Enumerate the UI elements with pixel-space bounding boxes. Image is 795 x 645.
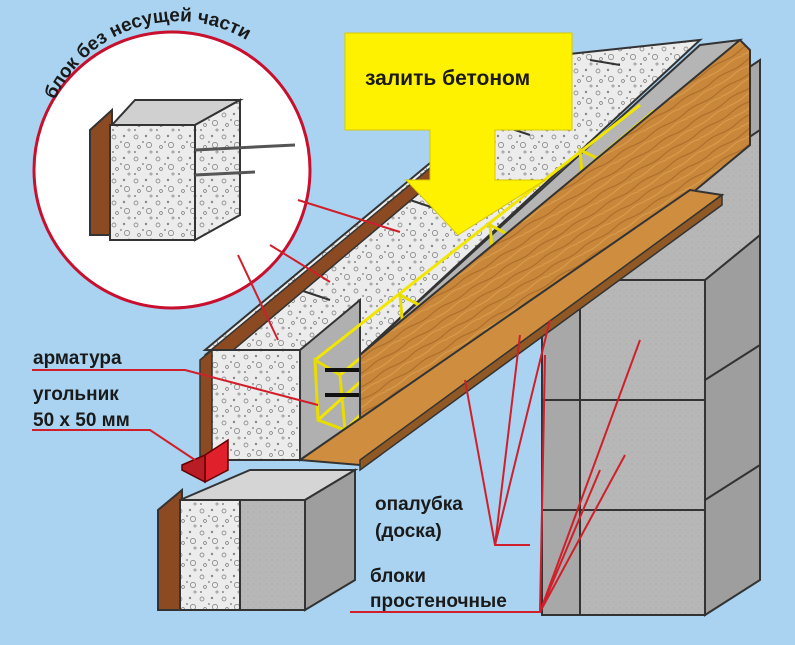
blocks-label-line2: простеночные	[370, 591, 507, 612]
angle-label-line2: 50 х 50 мм	[33, 410, 130, 431]
anchor-ties	[325, 368, 360, 397]
lower-left-block	[157, 468, 359, 612]
angle-label-line1: угольник	[33, 384, 119, 405]
pour-concrete-label: залить бетоном	[365, 67, 530, 90]
leader-lines	[32, 199, 641, 613]
formwork-label-line2: (доска)	[375, 521, 442, 542]
formwork-label-line1: опалубка	[375, 494, 463, 515]
formwork-board	[297, 38, 751, 472]
callout-circle: блок без несущей части	[32, 5, 312, 310]
pour-concrete-arrow-icon	[344, 32, 573, 236]
rebar-label: арматура	[33, 348, 122, 369]
angle-steel	[181, 438, 229, 484]
blocks-label-line1: блоки	[370, 566, 426, 587]
